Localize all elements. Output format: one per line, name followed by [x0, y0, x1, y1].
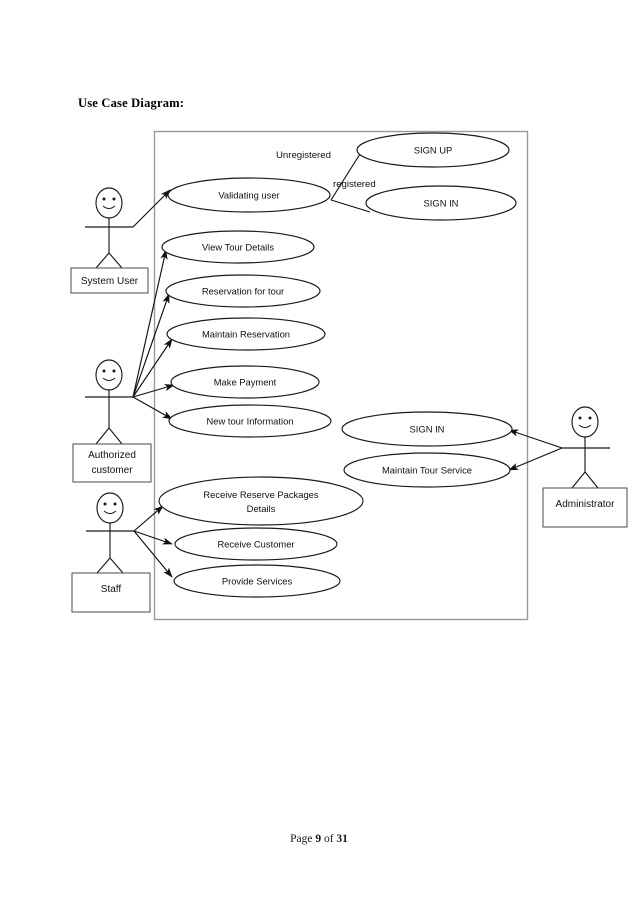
- use-case-label: Provide Services: [222, 576, 293, 587]
- association-authorized-customer-new-tour-information: [132, 396, 173, 420]
- actor-label: Staff: [101, 584, 122, 595]
- actor-label-line2: customer: [91, 465, 133, 476]
- use-case-validating-user[interactable]: Validating user: [167, 177, 331, 213]
- use-case-receive-customer[interactable]: Receive Customer: [174, 527, 338, 561]
- stick-figure-icon: [86, 492, 134, 574]
- use-case-new-tour-information[interactable]: New tour Information: [168, 404, 332, 438]
- use-case-label-line2: Details: [247, 503, 276, 514]
- stick-figure-icon: [85, 187, 133, 269]
- use-case-sign-in-admin[interactable]: SIGN IN: [341, 411, 513, 447]
- actor-staff[interactable]: Staff: [71, 492, 151, 613]
- use-case-label: SIGN IN: [424, 198, 459, 209]
- association-validating-user-sign-up: [330, 153, 361, 201]
- stick-figure-icon: [85, 359, 133, 445]
- use-case-receive-reserve-packages-details[interactable]: Receive Reserve Packages Details: [158, 476, 364, 526]
- use-case-label-line1: Receive Reserve Packages: [203, 489, 318, 500]
- footer-current-page: 9: [315, 833, 322, 845]
- use-case-view-tour-details[interactable]: View Tour Details: [161, 230, 315, 264]
- footer-prefix: Page: [290, 833, 316, 845]
- use-case-label: Make Payment: [214, 377, 277, 388]
- actor-administrator[interactable]: Administrator: [542, 406, 628, 528]
- use-case-label: Receive Customer: [217, 539, 294, 550]
- use-case-maintain-tour-service[interactable]: Maintain Tour Service: [343, 452, 511, 488]
- edge-label-group: Unregistered registered: [276, 150, 376, 190]
- use-case-diagram: Validating user SIGN UP SIGN IN View Tou…: [70, 130, 628, 621]
- stick-figure-icon: [562, 406, 610, 489]
- footer-total-pages: 31: [336, 833, 348, 845]
- use-case-provide-services[interactable]: Provide Services: [173, 564, 341, 598]
- association-staff-receive-customer: [133, 530, 173, 545]
- footer-middle: of: [321, 833, 337, 845]
- association-authorized-customer-make-payment: [132, 384, 175, 398]
- actor-label-box: [70, 267, 149, 294]
- use-case-label: View Tour Details: [202, 242, 274, 253]
- actor-label: Administrator: [556, 499, 616, 510]
- use-case-label: SIGN UP: [414, 145, 453, 156]
- actor-label-box: [71, 572, 151, 613]
- association-authorized-customer-maintain-reservation: [132, 338, 173, 398]
- association-staff-provide-services: [133, 530, 173, 578]
- page-footer: Page 9 of 31: [0, 833, 638, 845]
- actor-system-user[interactable]: System User: [70, 187, 149, 294]
- use-case-maintain-reservation[interactable]: Maintain Reservation: [166, 317, 326, 351]
- association-authorized-customer-view-tour-details: [132, 249, 168, 398]
- association-lines: [132, 153, 563, 578]
- association-staff-receive-reserve-packages-details: [133, 505, 164, 532]
- association-authorized-customer-reservation-for-tour: [132, 293, 170, 398]
- association-administrator-sign-in: [508, 429, 563, 449]
- use-case-make-payment[interactable]: Make Payment: [170, 365, 320, 399]
- association-administrator-maintain-tour-service: [508, 447, 563, 471]
- use-case-label: Maintain Reservation: [202, 329, 290, 340]
- association-system-user-validating-user: [132, 189, 171, 228]
- actor-label-box: [542, 487, 628, 528]
- actor-label: System User: [81, 276, 139, 287]
- actor-label-box: [72, 443, 152, 483]
- use-case-label: Validating user: [218, 190, 279, 201]
- use-case-label: New tour Information: [206, 416, 293, 427]
- system-boundary: [153, 130, 529, 621]
- edge-label-registered: registered: [333, 179, 376, 190]
- use-case-label: Reservation for tour: [202, 286, 284, 297]
- use-case-label: SIGN IN: [410, 424, 445, 435]
- actor-authorized-customer[interactable]: Authorized customer: [72, 359, 152, 483]
- use-case-sign-up[interactable]: SIGN UP: [356, 132, 510, 168]
- use-case-sign-in-user[interactable]: SIGN IN: [365, 185, 517, 221]
- page-title: Use Case Diagram:: [78, 96, 185, 110]
- use-case-reservation-for-tour[interactable]: Reservation for tour: [165, 274, 321, 308]
- use-case-group: Validating user SIGN UP SIGN IN View Tou…: [158, 132, 517, 598]
- association-validating-user-sign-in: [330, 199, 371, 213]
- edge-label-unregistered: Unregistered: [276, 150, 331, 161]
- use-case-label: Maintain Tour Service: [382, 465, 472, 476]
- actor-label-line1: Authorized: [88, 450, 136, 461]
